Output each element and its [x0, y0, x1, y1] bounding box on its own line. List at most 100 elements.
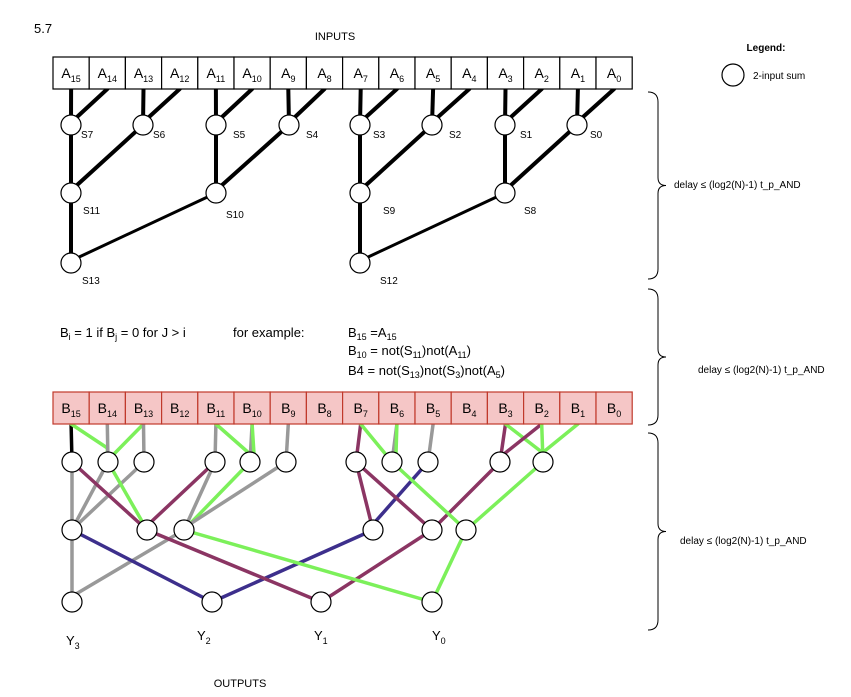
b-cell-label: B2 [535, 400, 549, 419]
out-wire-purple [319, 528, 434, 604]
b-cell-label: B14 [98, 400, 117, 419]
wire [75, 191, 218, 260]
top-wire [509, 87, 544, 119]
sum-node [417, 451, 439, 473]
delay-label-top: delay ≤ (log2(N)-1) t_p_AND [674, 180, 801, 191]
out-wire-gray [188, 460, 288, 526]
out-wire-green [182, 460, 252, 532]
b-cell-label: B8 [317, 400, 331, 419]
b-cell-label: B0 [607, 400, 621, 419]
inputs-title: INPUTS [315, 31, 355, 43]
a-cell-12 [161, 56, 199, 90]
sum-node [455, 519, 477, 541]
s-label-s0: S0 [590, 130, 603, 141]
a-cell-8 [305, 56, 344, 90]
a-cell-label: A11 [207, 65, 226, 84]
a-cell-label: A8 [317, 65, 331, 84]
sum-node-s5 [205, 114, 227, 136]
out-wire-purple [354, 460, 375, 532]
out-wire-green [112, 422, 146, 456]
sum-node [173, 519, 195, 541]
a-cell-13 [124, 56, 163, 90]
a-cell-label: A5 [426, 65, 440, 84]
sum-node [61, 519, 83, 541]
out-wire-green [182, 528, 434, 604]
brace-bottom [647, 432, 667, 631]
a-cell-label: A9 [281, 65, 295, 84]
example-b15: B15 =A15 [348, 325, 397, 342]
sum-node [204, 451, 226, 473]
s-label-s1: S1 [520, 130, 533, 141]
sum-node-s12 [349, 252, 371, 274]
a-cell-label: A7 [354, 65, 368, 84]
sum-node [61, 591, 83, 613]
s-label-s6: S6 [153, 130, 166, 141]
top-wire [220, 87, 255, 119]
out-wire-purple [149, 460, 217, 524]
out-wire-green [464, 460, 545, 532]
out-wire-green [390, 460, 468, 532]
output-y1: Y1 [314, 628, 328, 646]
sum-nodes [60, 63, 745, 613]
wire [219, 123, 291, 188]
top-wire [581, 87, 617, 119]
s-label-s3: S3 [373, 130, 386, 141]
b-cell-15 [52, 391, 90, 425]
out-wire-purple [430, 460, 502, 532]
b-cell-10 [233, 391, 271, 425]
out-wire-green [69, 422, 110, 450]
sum-node-s11 [60, 182, 82, 204]
out-wire-green [250, 422, 256, 456]
a-cell-2 [522, 56, 561, 90]
top-wire [436, 87, 472, 119]
b-cell-label: B3 [498, 400, 512, 419]
b-cell-1 [559, 391, 597, 425]
top-wire [75, 87, 110, 119]
out-wire-gray [74, 528, 186, 596]
out-wire-green [394, 422, 399, 456]
b-cell-2 [522, 391, 561, 425]
wire [363, 123, 434, 188]
legend-title: Legend: [747, 43, 786, 54]
b-cell-label: B7 [354, 400, 368, 419]
sum-node-s8 [494, 182, 516, 204]
out-wire-green [539, 422, 580, 456]
s-label-s4: S4 [306, 130, 319, 141]
sum-node-s2 [421, 114, 443, 136]
a-cell-4 [450, 56, 489, 90]
b-cell-0 [595, 391, 633, 425]
s-label-s2: S2 [449, 130, 462, 141]
b-cell-label: B12 [170, 400, 189, 419]
b-cell-9 [269, 391, 308, 425]
legend-item-label: 2-input sum [753, 71, 805, 82]
connection-lines [69, 87, 667, 631]
a-cell-label: A12 [170, 65, 189, 84]
b-cell-13 [124, 391, 163, 425]
b-cell-5 [414, 391, 452, 425]
sum-node [421, 591, 443, 613]
delay-label-bottom: delay ≤ (log2(N)-1) t_p_AND [680, 536, 807, 547]
a-cell-1 [559, 56, 597, 90]
s-label-s5: S5 [233, 130, 246, 141]
a-cell-label: A4 [462, 65, 476, 84]
s-label-s7: S7 [81, 130, 94, 141]
a-cell-6 [378, 56, 416, 90]
rule-text: Bi = 1 if Bj = 0 for J > i [60, 325, 186, 342]
out-wire-green [106, 460, 149, 532]
b-cell-label: B4 [462, 400, 476, 419]
wire [74, 123, 145, 188]
wire [364, 191, 507, 260]
a-cell-5 [414, 56, 452, 90]
a-cell-label: A15 [61, 65, 80, 84]
sum-node [489, 451, 511, 473]
s-label-s9: S9 [383, 206, 396, 217]
sum-node-s1 [494, 114, 516, 136]
b-cell-4 [450, 391, 489, 425]
a-cell-14 [88, 56, 126, 90]
out-wire-gray [76, 460, 146, 526]
b-cell-11 [197, 391, 235, 425]
sum-node [201, 591, 223, 613]
a-cell-label: A0 [607, 65, 621, 84]
sum-node [275, 451, 297, 473]
a-cell-label: A14 [98, 65, 117, 84]
